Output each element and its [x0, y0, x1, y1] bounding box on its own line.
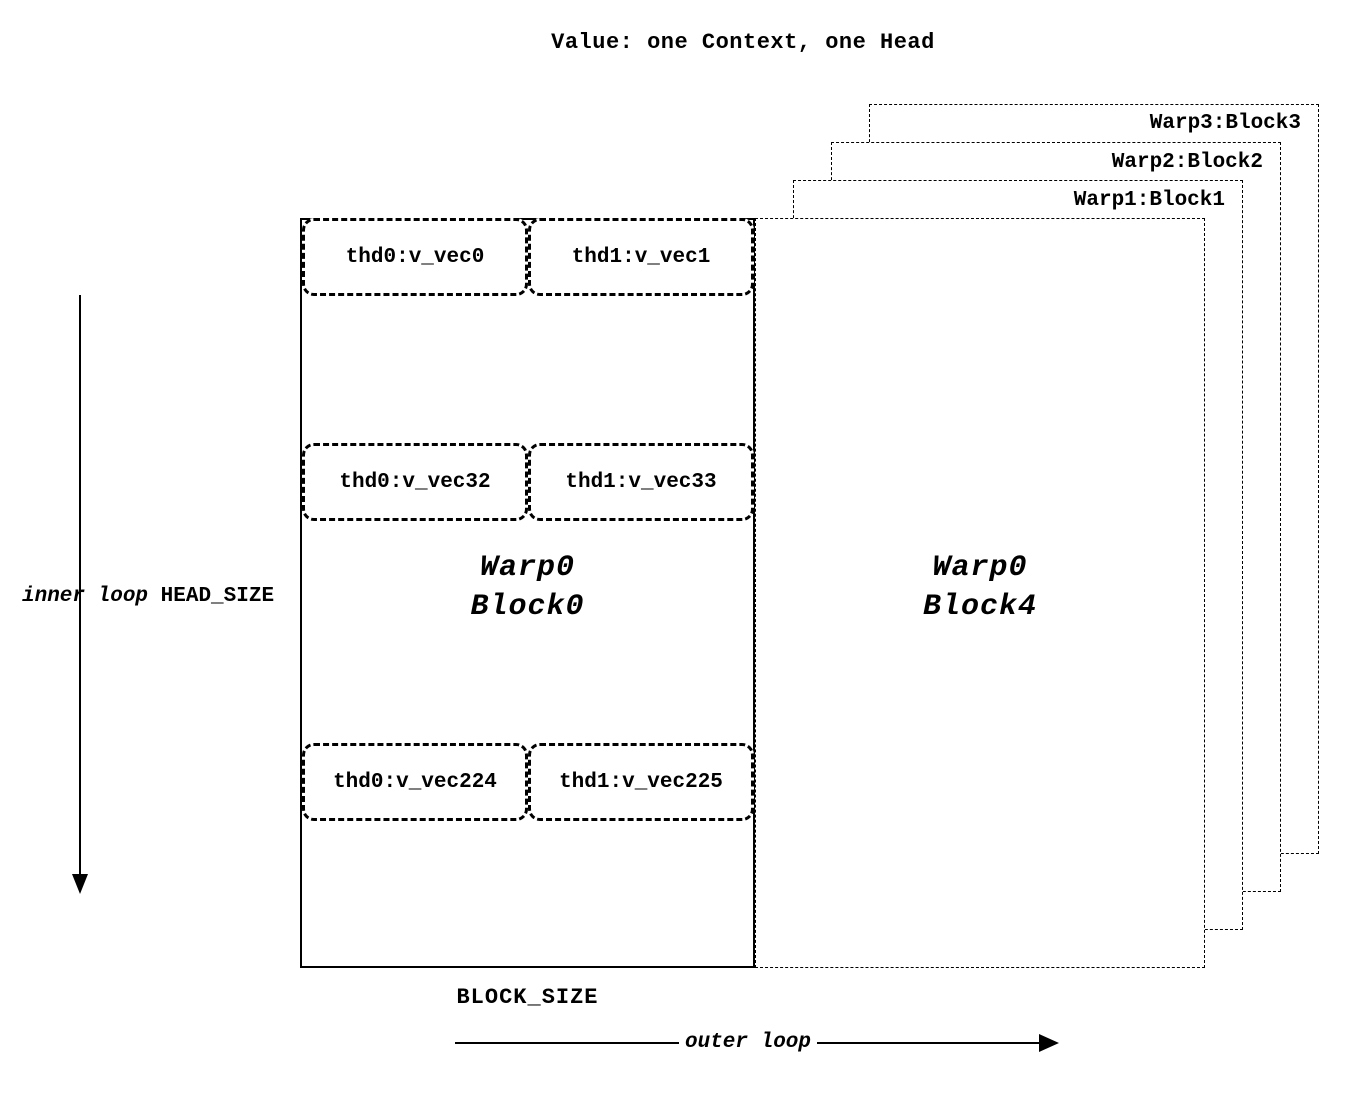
block-warp1-label: Warp1:Block1 [1073, 189, 1225, 212]
inner-loop-arrowhead-icon [72, 874, 88, 894]
block-size-label: BLOCK_SIZE [456, 985, 599, 1010]
cell-thd0-v-vec224: thd0:v_vec224 [302, 743, 528, 821]
outer-loop-text: outer loop [678, 1031, 818, 1054]
cell-thd1-v-vec33: thd1:v_vec33 [528, 443, 754, 521]
outer-loop-label: outer loop [455, 1031, 1041, 1054]
block-warp0-block0-rect [300, 218, 755, 968]
front-label-line1: Warp0 [932, 551, 1028, 585]
diagram-title: Value: one Context, one Head [551, 30, 935, 55]
head-size-text: HEAD_SIZE [160, 585, 275, 608]
cell-thd0-v-vec0: thd0:v_vec0 [302, 218, 528, 296]
block-warp0-block0-label: Warp0 Block0 [300, 549, 755, 627]
cell-thd1-v-vec225: thd1:v_vec225 [528, 743, 754, 821]
main-label-line2: Block0 [470, 590, 585, 624]
inner-loop-arrow-line [79, 295, 81, 875]
outer-loop-arrowhead-icon [1039, 1034, 1059, 1052]
inner-loop-text: inner loop [22, 585, 149, 608]
block-warp3-label: Warp3:Block3 [1149, 112, 1301, 135]
cell-thd1-v-vec1: thd1:v_vec1 [528, 218, 754, 296]
block-warp0-block4-label: Warp0 Block4 [755, 549, 1205, 627]
inner-loop-label: inner loop HEAD_SIZE [22, 585, 274, 608]
block-warp2-label: Warp2:Block2 [1111, 151, 1263, 174]
cell-thd0-v-vec32: thd0:v_vec32 [302, 443, 528, 521]
front-label-line2: Block4 [922, 590, 1038, 624]
block-warp0-block4-rect [755, 218, 1205, 968]
main-label-line1: Warp0 [479, 551, 575, 585]
